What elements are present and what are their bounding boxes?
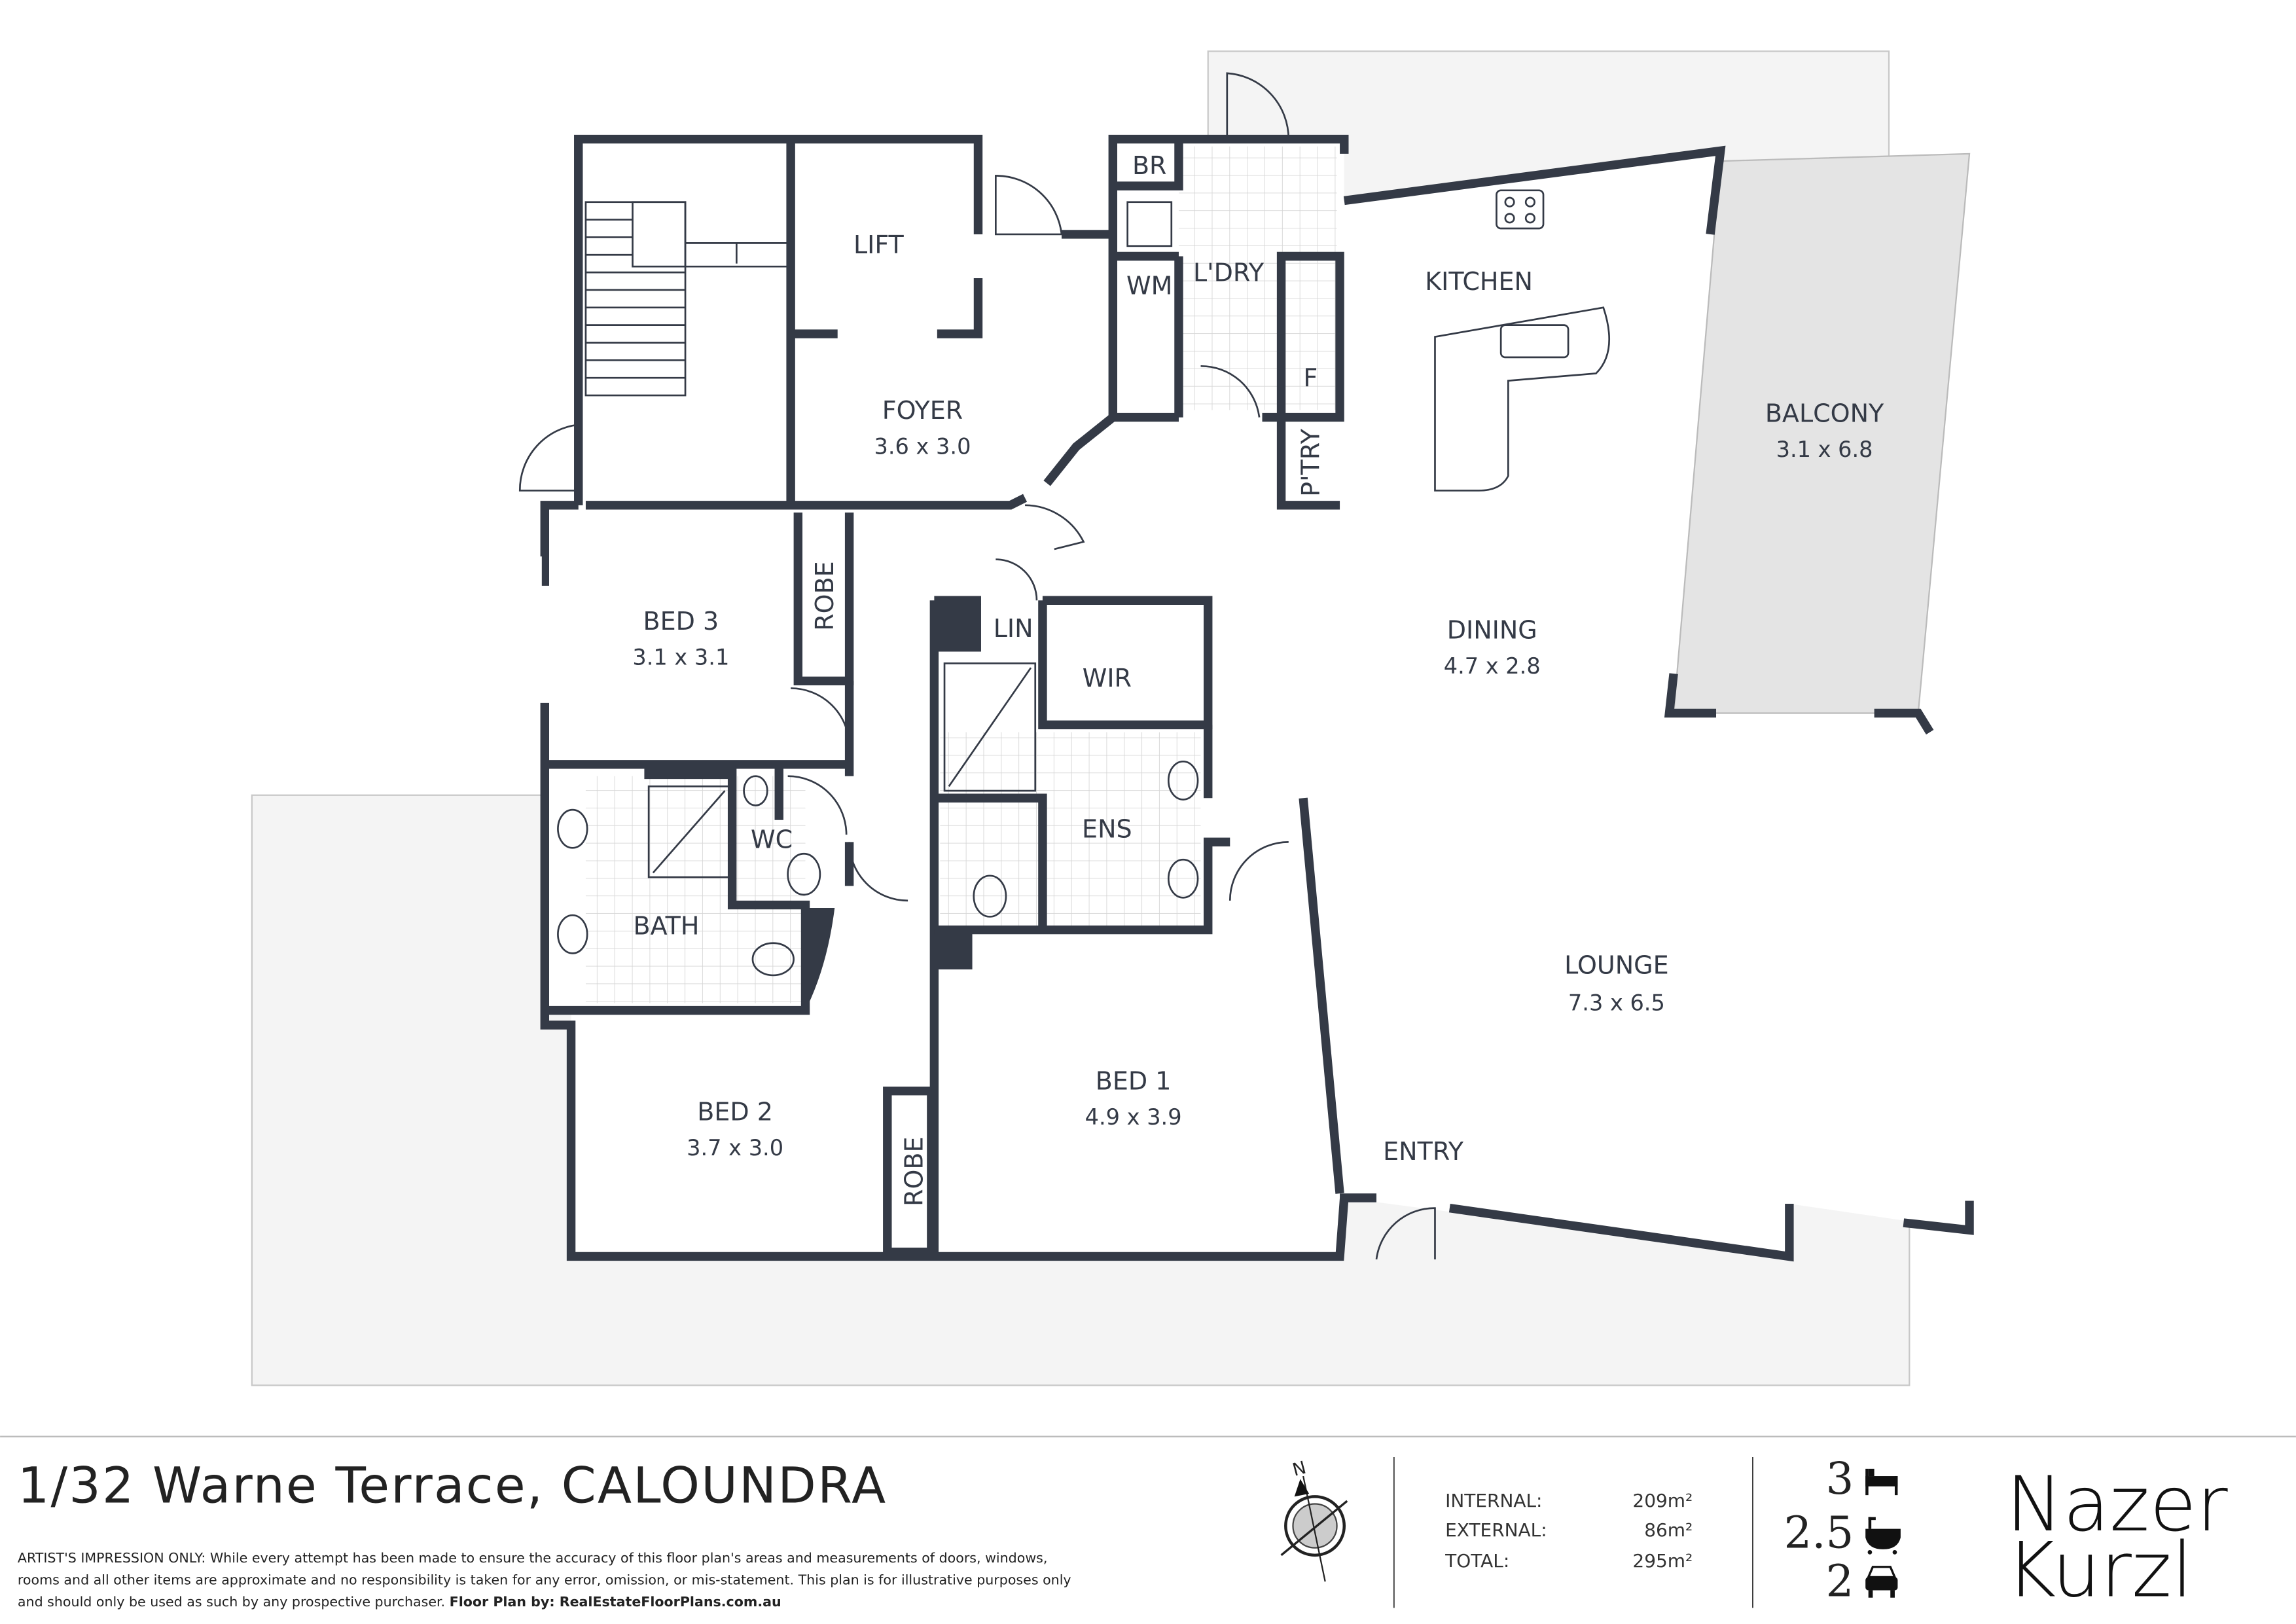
room-bath: BATH — [634, 911, 700, 940]
internal-area-value: 209m² — [1632, 1490, 1693, 1511]
room-bed1: BED 1 — [1096, 1066, 1172, 1095]
bathroom-count: 2.5 — [1784, 1507, 1854, 1559]
room-pantry: P'TRY — [1297, 428, 1325, 497]
bed-icon — [1865, 1468, 1898, 1496]
doors[interactable] — [518, 72, 1436, 1260]
room-bed3-size: 3.1 x 3.1 — [632, 645, 729, 670]
room-wir: WIR — [1083, 664, 1132, 693]
room-bed3: BED 3 — [643, 607, 719, 636]
room-linen: LIN — [994, 614, 1033, 643]
total-area-label: TOTAL: — [1444, 1550, 1509, 1572]
brand-logo: Nazer Kurzl — [2006, 1460, 2228, 1615]
room-lift: LIFT — [853, 230, 905, 259]
room-foyer: FOYER — [882, 396, 963, 425]
room-wm: WM — [1126, 272, 1172, 300]
room-bed1-size: 4.9 x 3.9 — [1085, 1104, 1182, 1130]
balcony-area — [1672, 153, 1971, 714]
room-foyer-size: 3.6 x 3.0 — [874, 434, 971, 460]
compass-icon: N — [1280, 1458, 1348, 1582]
room-balcony: BALCONY — [1765, 399, 1884, 427]
total-area-value: 295m² — [1632, 1550, 1693, 1572]
compass-north-label: N — [1291, 1458, 1308, 1481]
disclaimer-line-3: and should only be used as such by any p… — [18, 1594, 781, 1610]
property-address: 1/32 Warne Terrace, CALOUNDRA — [18, 1456, 887, 1514]
feature-counts: 3 2.5 2 — [1784, 1453, 1901, 1606]
room-lounge-size: 7.3 x 6.5 — [1568, 990, 1665, 1016]
room-br: BR — [1132, 151, 1167, 180]
room-laundry: L'DRY — [1193, 259, 1265, 287]
walls — [540, 134, 1974, 1262]
bath-icon — [1865, 1517, 1901, 1555]
external-area-value: 86m² — [1644, 1519, 1693, 1541]
car-icon — [1865, 1566, 1898, 1598]
ensuite-tiles — [940, 732, 1201, 930]
staircase — [584, 201, 791, 397]
bathroom-fixtures — [557, 662, 1199, 977]
room-dining: DINING — [1447, 615, 1537, 644]
room-lounge: LOUNGE — [1564, 951, 1668, 980]
external-area-label: EXTERNAL: — [1445, 1519, 1547, 1541]
room-kitchen: KITCHEN — [1425, 267, 1533, 296]
kitchen-fixtures — [1126, 189, 1610, 492]
room-robe-bed2: ROBE — [899, 1137, 928, 1206]
floorplan-credit: Floor Plan by: RealEstateFloorPlans.com.… — [450, 1594, 781, 1610]
room-entry: ENTRY — [1383, 1137, 1464, 1166]
room-bed2-size: 3.7 x 3.0 — [687, 1135, 783, 1161]
bath-tiles — [585, 776, 806, 1003]
room-robe-bed3: ROBE — [810, 561, 839, 630]
interior-floor — [545, 139, 1970, 1257]
area-summary: INTERNAL: 209m² EXTERNAL: 86m² TOTAL: 29… — [1444, 1490, 1693, 1572]
brand-name-line-1: Nazer — [2006, 1460, 2228, 1549]
parking-count: 2 — [1826, 1555, 1854, 1606]
room-labels: LIFT FOYER 3.6 x 3.0 BR WM L'DRY KITCHEN… — [632, 151, 1884, 1206]
room-ensuite: ENS — [1082, 815, 1132, 844]
room-bed2: BED 2 — [697, 1097, 773, 1126]
brand-name-line-2: Kurzl — [2006, 1526, 2193, 1614]
room-wc: WC — [751, 825, 793, 854]
internal-area-label: INTERNAL: — [1445, 1490, 1542, 1511]
bedroom-count: 3 — [1826, 1453, 1854, 1504]
room-balcony-size: 3.1 x 6.8 — [1776, 437, 1873, 462]
disclaimer-line-1: ARTIST'S IMPRESSION ONLY: While every at… — [18, 1550, 1048, 1566]
disclaimer-line-2: rooms and all other items are approximat… — [18, 1572, 1071, 1588]
room-fridge: F — [1303, 364, 1318, 393]
room-dining-size: 4.7 x 2.8 — [1444, 653, 1541, 679]
